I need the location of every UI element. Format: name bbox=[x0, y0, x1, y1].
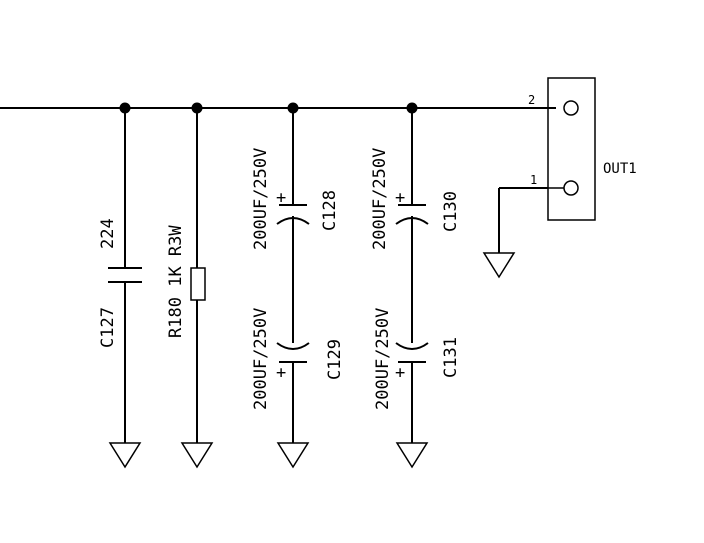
ground-symbol-c129 bbox=[276, 442, 310, 469]
c131-value-label: 200UF/250V bbox=[373, 308, 393, 410]
out1-pin1-number: 1 bbox=[530, 173, 537, 187]
c128-value-label: 200UF/250V bbox=[251, 148, 271, 250]
ground-symbol-c131 bbox=[395, 442, 429, 469]
r180-label: R180 1K R3W bbox=[166, 225, 186, 338]
ground-symbol-r180 bbox=[180, 442, 214, 469]
ground-symbol-out1 bbox=[482, 252, 516, 279]
capacitor-c127 bbox=[108, 108, 142, 469]
connector-pin-2 bbox=[563, 100, 579, 116]
out1-ref-label: OUT1 bbox=[603, 161, 637, 177]
resistor-r180 bbox=[180, 108, 214, 469]
capacitor-stack-c130-c131 bbox=[395, 108, 429, 469]
out1-pin2-number: 2 bbox=[528, 93, 535, 107]
c130-value-label: 200UF/250V bbox=[370, 148, 390, 250]
c128-polarity: + bbox=[276, 188, 286, 208]
connector-pin-1 bbox=[563, 180, 579, 196]
c127-value-label: 224 bbox=[98, 218, 118, 249]
c131-ref-label: C131 bbox=[441, 337, 461, 378]
c128-ref-label: C128 bbox=[320, 190, 340, 231]
c131-polarity: + bbox=[395, 363, 405, 383]
connector-out1 bbox=[482, 77, 596, 279]
c127-ref-label: C127 bbox=[98, 307, 118, 348]
r180-ref: R180 bbox=[166, 297, 186, 338]
c129-ref-label: C129 bbox=[325, 339, 345, 380]
c130-polarity: + bbox=[395, 188, 405, 208]
c130-ref-label: C130 bbox=[441, 191, 461, 232]
c129-polarity: + bbox=[276, 363, 286, 383]
capacitor-stack-c128-c129 bbox=[276, 108, 310, 469]
r180-value: 1K R3W bbox=[166, 225, 186, 287]
ground-symbol-c127 bbox=[108, 442, 142, 469]
connector-body bbox=[547, 77, 596, 221]
c129-value-label: 200UF/250V bbox=[251, 308, 271, 410]
